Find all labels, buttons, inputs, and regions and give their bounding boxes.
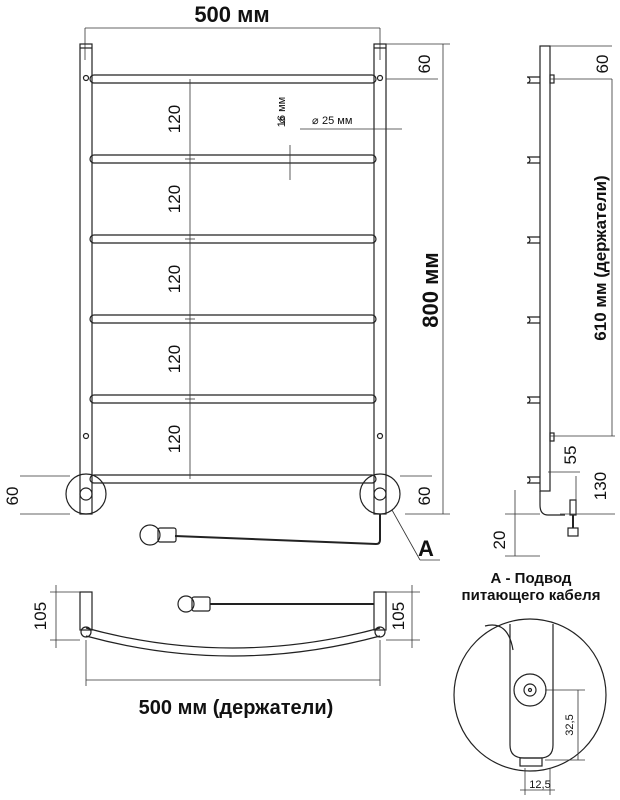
width-label: 500 мм: [194, 2, 269, 27]
side-holder: [526, 156, 540, 164]
left-post: [79, 43, 93, 515]
mount-hole: [82, 74, 90, 82]
side-holder: [526, 476, 540, 484]
right-bottom-bracket: [359, 473, 401, 515]
top-rung-front: [85, 627, 381, 649]
detail-caption-1: А - Подвод: [491, 570, 572, 587]
spacing-label: 120: [165, 345, 184, 373]
top-view: 105 105 500 мм (держатели): [31, 585, 420, 719]
side-post: [539, 45, 551, 492]
rung: [89, 394, 377, 404]
mount-hole: [82, 432, 90, 440]
top-right-depth: 105: [389, 602, 408, 630]
bottom-right-label: 60: [415, 487, 434, 506]
rung: [89, 74, 377, 84]
top-right-post: [373, 591, 387, 631]
rung: [89, 154, 377, 164]
top-width-label: 500 мм (держатели): [139, 697, 334, 719]
mount-hole: [376, 432, 384, 440]
power-cable: [174, 514, 381, 546]
plug-head: [139, 524, 161, 546]
rung: [89, 474, 377, 484]
top-left-depth: 105: [31, 602, 50, 630]
detail-a: А - Подвод питающего кабеля 32,5 12,5: [453, 570, 607, 795]
spacing-label: 120: [165, 185, 184, 213]
holders-label: 610 мм (держатели): [591, 175, 610, 340]
bottom-left-label: 60: [3, 487, 22, 506]
label-130: 130: [591, 472, 610, 500]
side-holder: [526, 76, 540, 84]
svg-text:⌀: ⌀: [312, 115, 319, 127]
side-connector: [569, 499, 577, 516]
side-holder: [526, 236, 540, 244]
callout-letter: A: [418, 536, 434, 561]
front-view: 500 мм 120 120 120 120 120: [3, 2, 450, 561]
detail-caption-2: питающего кабеля: [462, 587, 601, 604]
label-55: 55: [561, 446, 580, 465]
detail-fitting: [513, 673, 547, 707]
rung: [89, 314, 377, 324]
detail-dim-horizontal: 12,5: [529, 779, 550, 791]
detail-circle: [453, 618, 607, 772]
rungs: [89, 74, 377, 484]
rung: [89, 234, 377, 244]
left-bottom-bracket: [65, 473, 107, 515]
top-rung-back: [85, 635, 381, 657]
pipe-dia-label: 16 мм: [276, 97, 288, 127]
side-holder: [526, 396, 540, 404]
side-holder: [526, 316, 540, 324]
label-20: 20: [490, 531, 509, 550]
mount-hole: [376, 74, 384, 82]
callout-leader: [391, 509, 421, 561]
post-dia-label: 25 мм: [322, 115, 352, 127]
side-view: 60 610 мм (держатели) 55 130 20: [490, 45, 615, 557]
spacing-label: 120: [165, 425, 184, 453]
plug-body: [157, 527, 177, 543]
right-post: [373, 43, 387, 515]
detail-dim-vertical: 32,5: [564, 714, 576, 735]
height-label: 800 мм: [418, 252, 443, 327]
side-top-label: 60: [593, 55, 612, 74]
spacing-label: 120: [165, 105, 184, 133]
svg-text:⌀: ⌀: [276, 116, 288, 123]
spacing-label: 120: [165, 265, 184, 293]
top-left-post: [79, 591, 93, 631]
top-gap-label: 60: [415, 55, 434, 74]
